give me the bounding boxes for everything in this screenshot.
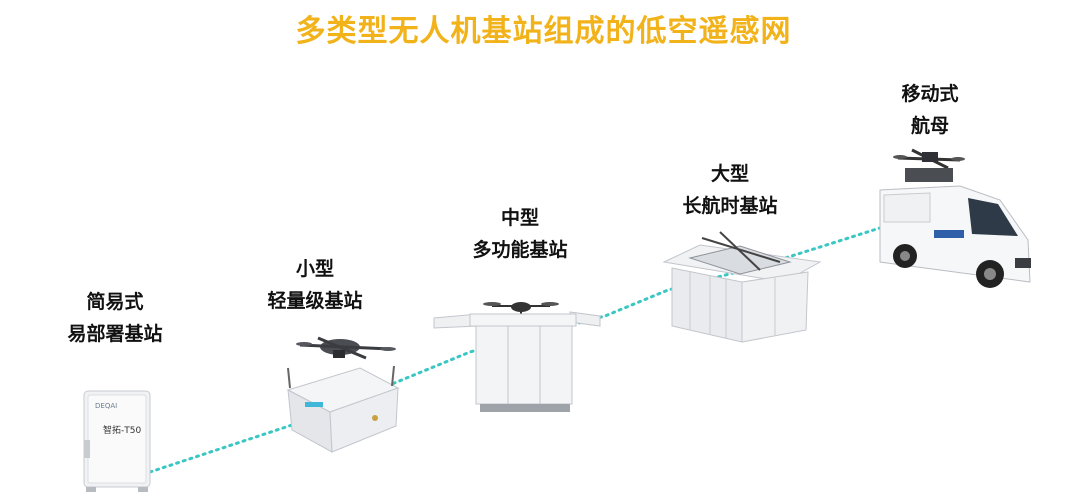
mobile-van-device [879, 148, 1031, 288]
station-small-name: 轻量级基站 [267, 290, 363, 312]
station-label-mobile: 移动式 航母 [870, 78, 990, 142]
device-brand: DEQAI [95, 402, 117, 410]
station-simple-type: 简易式 [86, 291, 144, 313]
device-model-label: 智拓-T50 [103, 424, 141, 436]
station-small-type: 小型 [295, 258, 334, 280]
station-label-simple: 简易式 易部署基站 [50, 286, 180, 350]
station-medium-type: 中型 [500, 207, 539, 229]
station-label-large: 大型 长航时基站 [660, 158, 800, 222]
station-medium-name: 多功能基站 [472, 239, 568, 261]
station-large-name: 长航时基站 [682, 195, 778, 217]
station-mobile-name: 航母 [910, 115, 949, 137]
station-mobile-type: 移动式 [901, 83, 959, 105]
simple-base-station-device: DEQAI 智拓-T50 [83, 390, 151, 492]
diagram-title: 多类型无人机基站组成的低空遥感网 [295, 14, 792, 49]
station-large-type: 大型 [710, 163, 749, 185]
station-simple-name: 易部署基站 [67, 323, 163, 345]
small-base-station-device [286, 336, 400, 453]
station-label-small: 小型 轻量级基站 [245, 253, 385, 317]
medium-base-station-device [433, 302, 601, 412]
drone-icon [893, 148, 965, 170]
drone-icon [296, 336, 396, 360]
drone-icon [483, 302, 559, 318]
large-base-station-device [662, 231, 822, 343]
station-label-medium: 中型 多功能基站 [450, 202, 590, 266]
